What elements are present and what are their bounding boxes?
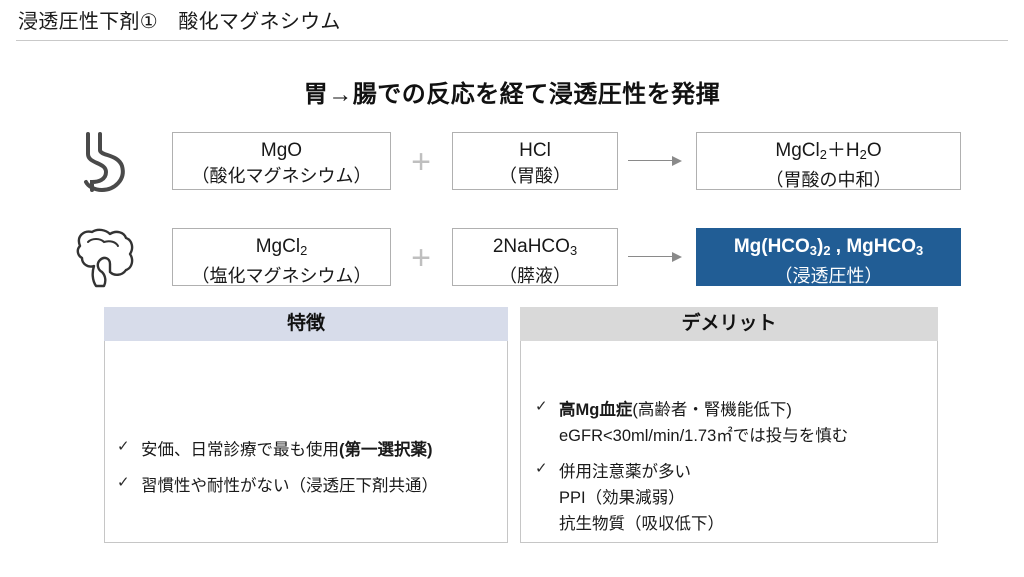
list-item-emphasis: (第一選択薬) (339, 441, 433, 459)
product-name: （胃酸の中和） (765, 169, 892, 190)
intestine-icon (66, 224, 142, 292)
list-item-text: eGFR<30ml/min/1.73㎡では投与を慎む (559, 427, 849, 445)
reactant-formula: MgCl2 (255, 236, 308, 258)
check-icon: ✓ (535, 460, 548, 477)
list-item: ✓ 併用注意薬が多い PPI（効果減弱） 抗生物質（吸収低下） (533, 459, 937, 537)
check-icon: ✓ (117, 438, 130, 455)
demerits-panel-header: デメリット (520, 307, 938, 341)
list-item-line: 高Mg血症(高齢者・腎機能低下) (559, 397, 937, 423)
plus-icon: + (411, 239, 431, 277)
list-item-text: 併用注意薬が多い (559, 463, 691, 481)
reactant-name: （膵液） (499, 265, 571, 286)
reactant-box-mgo: MgO （酸化マグネシウム） (172, 132, 391, 190)
slide-header: 浸透圧性下剤① 酸化マグネシウム (0, 0, 1024, 41)
reactant-name: （胃酸） (499, 166, 571, 186)
features-panel-body: ✓ 安価、日常診療で最も使用(第一選択薬) ✓ 習慣性や耐性がない（浸透圧下剤共… (104, 341, 508, 543)
stomach-icon (66, 128, 142, 196)
list-item: ✓ 高Mg血症(高齢者・腎機能低下) eGFR<30ml/min/1.73㎡では… (533, 397, 937, 449)
product-name: （浸透圧性） (774, 265, 883, 286)
product-box-osmotic: Mg(HCO3)2 , MgHCO3 （浸透圧性） (696, 228, 961, 286)
reactant-formula: HCl (519, 140, 551, 161)
features-panel: 特徴 ✓ 安価、日常診療で最も使用(第一選択薬) ✓ 習慣性や耐性がない（浸透圧… (104, 307, 508, 543)
list-item-text: (高齢者・腎機能低下) (632, 401, 792, 419)
list-item-line: 安価、日常診療で最も使用(第一選択薬) (141, 437, 507, 463)
list-item-emphasis: 高Mg血症 (559, 401, 633, 419)
page-title: 浸透圧性下剤① 酸化マグネシウム (18, 11, 341, 33)
product-box-mgcl2-h2o: MgCl2＋H2O （胃酸の中和） (696, 132, 961, 190)
features-panel-header: 特徴 (104, 307, 508, 341)
check-icon: ✓ (117, 474, 130, 491)
demerits-panel-body: ✓ 高Mg血症(高齢者・腎機能低下) eGFR<30ml/min/1.73㎡では… (520, 341, 938, 543)
product-formula: Mg(HCO3)2 , MgHCO3 (733, 236, 924, 258)
main-heading: 胃→腸での反応を経て浸透圧性を発揮 (303, 81, 721, 108)
list-item-line: 習慣性や耐性がない（浸透圧下剤共通） (141, 473, 507, 499)
list-item-line: 併用注意薬が多い (559, 459, 937, 485)
list-item-subline: eGFR<30ml/min/1.73㎡では投与を慎む (559, 423, 937, 449)
reactant-name: （塩化マグネシウム） (191, 265, 372, 286)
reaction-row-intestine: MgCl2 （塩化マグネシウム） + 2NaHCO3 （膵液） Mg(HCO3)… (0, 224, 1024, 294)
reactant-formula: MgO (260, 140, 303, 161)
list-item-subline: PPI（効果減弱） (559, 485, 937, 511)
product-formula: MgCl2＋H2O (775, 140, 882, 162)
list-item-text: 安価、日常診療で最も使用 (141, 441, 339, 459)
reactant-box-mgcl2: MgCl2 （塩化マグネシウム） (172, 228, 391, 286)
reactant-formula: 2NaHCO3 (492, 236, 578, 258)
reactant-name: （酸化マグネシウム） (191, 166, 372, 186)
list-item: ✓ 安価、日常診療で最も使用(第一選択薬) (115, 437, 507, 463)
list-item: ✓ 習慣性や耐性がない（浸透圧下剤共通） (115, 473, 507, 499)
demerits-panel: デメリット ✓ 高Mg血症(高齢者・腎機能低下) eGFR<30ml/min/1… (520, 307, 938, 543)
reactant-box-hcl: HCl （胃酸） (452, 132, 618, 190)
demerits-list: ✓ 高Mg血症(高齢者・腎機能低下) eGFR<30ml/min/1.73㎡では… (533, 397, 937, 547)
reactant-box-nahco3: 2NaHCO3 （膵液） (452, 228, 618, 286)
header-divider (16, 40, 1008, 41)
reaction-row-stomach: MgO （酸化マグネシウム） + HCl （胃酸） MgCl2＋H2O （胃酸の… (0, 128, 1024, 198)
plus-icon: + (411, 143, 431, 181)
list-item-text: 抗生物質（吸収低下） (559, 515, 724, 533)
list-item-text: PPI（効果減弱） (559, 489, 685, 507)
list-item-subline: 抗生物質（吸収低下） (559, 511, 937, 537)
features-list: ✓ 安価、日常診療で最も使用(第一選択薬) ✓ 習慣性や耐性がない（浸透圧下剤共… (115, 437, 507, 509)
list-item-text: 習慣性や耐性がない（浸透圧下剤共通） (141, 477, 438, 495)
check-icon: ✓ (535, 398, 548, 415)
arrow-right-icon (628, 252, 684, 262)
arrow-right-icon (628, 156, 684, 166)
